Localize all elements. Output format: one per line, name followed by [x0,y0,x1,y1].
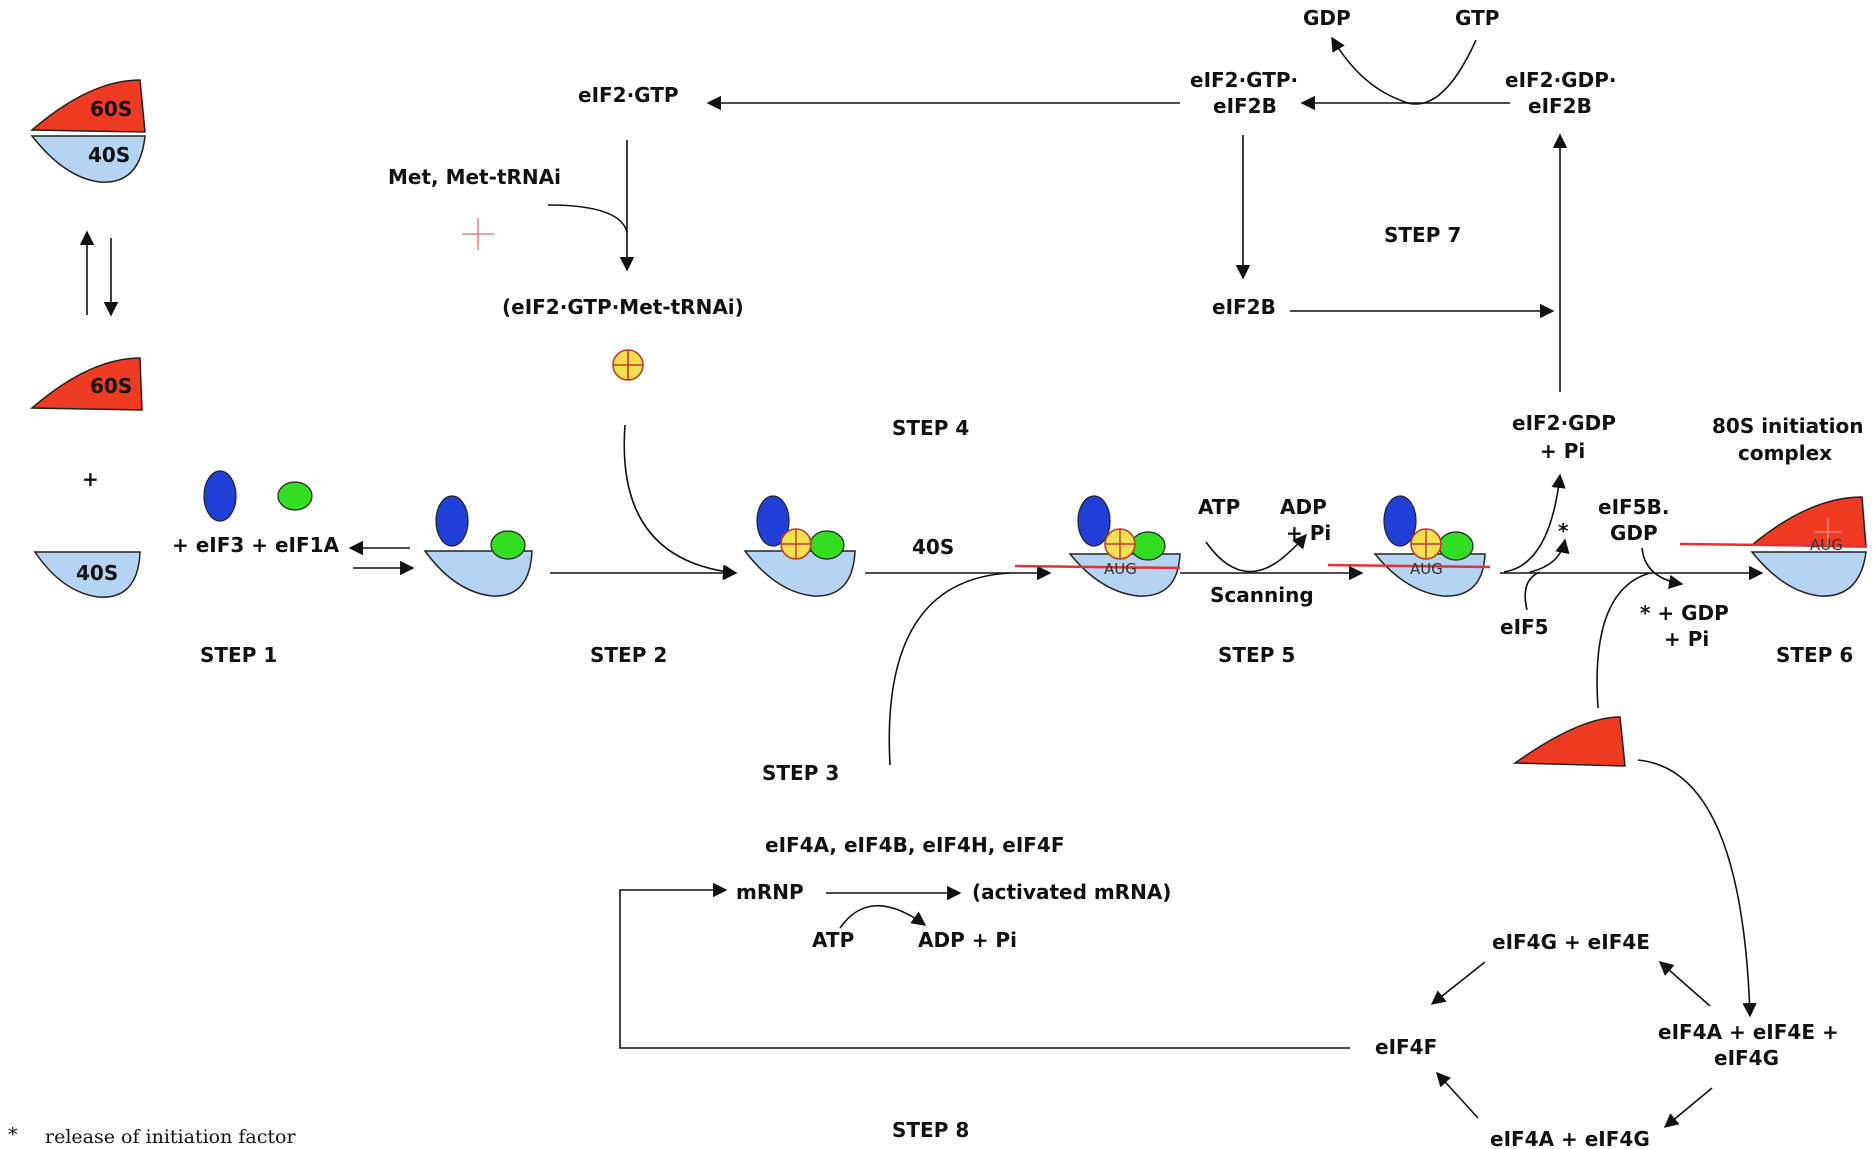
label-eif3-eif1a: + eIF3 + eIF1A [172,533,340,557]
label-eif5b-line1: eIF5B. [1598,495,1669,519]
arrow-factor-recycle [1637,759,1757,1018]
ribosome-80s-left: 60S 40S [30,79,146,183]
star-release-marker: * [1558,519,1569,543]
label-eif2-gdp-eif2b-line1: eIF2·GDP· [1505,68,1616,92]
arrow-eif2gdp-release [1503,473,1566,573]
label-40s-step3: 40S [912,535,954,559]
label-60s-free: 60S [90,374,132,398]
footnote-text: release of initiation factor [45,1126,296,1148]
label-gdp-release-pi: + Pi [1664,627,1709,651]
ternary-complex-icon [612,349,644,381]
arrow-to-eif4f-bottom [1436,1071,1479,1119]
label-activated-mrna: (activated mRNA) [972,880,1171,904]
subunit-60s-free: 60S [30,357,143,411]
label-gtp: GTP [1455,6,1499,30]
label-eif4f: eIF4F [1375,1035,1437,1059]
label-gdp: GDP [1303,6,1351,30]
step-5-label: STEP 5 [1218,643,1295,667]
arrow-to-eif4a-eif4g [1663,1087,1713,1128]
label-eif2-gtp: eIF2·GTP [578,83,679,107]
footnote-star: * [8,1124,18,1146]
label-eif2-gtp-eif2b-line1: eIF2·GTP· [1190,68,1298,92]
label-eif2-gdp-eif2b-line2: eIF2B [1528,94,1592,118]
complex-43s [743,495,856,597]
label-met-trna: Met, Met-tRNAi [388,165,561,189]
complex-40s-eif3-eif1a [423,495,533,597]
label-eif2-gdp: eIF2·GDP [1512,411,1616,435]
label-mrnp: mRNP [736,880,804,904]
step-6-label: STEP 6 [1776,643,1853,667]
step-8-label: STEP 8 [892,1118,969,1142]
arrow-step4-join [623,424,738,579]
arrow-factor-release [1529,538,1570,573]
complex-48s-aug: AUG [1327,495,1491,597]
arrow-atp-hydrolysis [1205,533,1307,573]
label-eif2b: eIF2B [1212,295,1276,319]
label-eif2-gtp-eif2b-line2: eIF2B [1213,94,1277,118]
label-eif4a-eif4e-eif4g-line2: eIF4G [1714,1046,1779,1070]
label-eif4a-eif4e-eif4g-line1: eIF4A + eIF4E + [1658,1020,1839,1044]
subunit-60s-joining [1512,716,1626,767]
label-eif5b-line2: GDP [1610,521,1658,545]
step-7-label: STEP 7 [1384,223,1461,247]
label-gdp-release: * + GDP [1640,601,1729,625]
label-40s-free: 40S [76,561,118,585]
complex-80s-initiation: AUG [1679,496,1867,597]
arrow-to-eif4f-top [1430,961,1486,1005]
complex-48s: AUG [1014,495,1181,597]
arrow-60s-join [1596,572,1651,709]
eif3-factor-icon [203,470,237,522]
step-3-label: STEP 3 [762,761,839,785]
label-40s: 40S [88,143,130,167]
arrow-atp2-hydrolysis [839,904,927,929]
eif1a-factor-icon [277,481,313,511]
label-aug-80s: AUG [1810,536,1843,554]
label-eif4g-eif4e: eIF4G + eIF4E [1492,930,1650,954]
label-eif5: eIF5 [1500,615,1549,639]
label-eif4a-eif4g: eIF4A + eIF4G [1490,1127,1650,1149]
label-atp2: ATP [812,928,854,952]
arrow-eif5-join [1524,571,1541,611]
label-pi: + Pi [1286,521,1331,545]
label-aug-48s: AUG [1104,560,1137,578]
met-trna-cross-icon [462,218,494,250]
label-eif4-factors: eIF4A, eIF4B, eIF4H, eIF4F [765,833,1065,857]
subunit-40s-free: 40S [33,551,141,598]
arrow-mrna-join [888,572,1011,766]
label-atp: ATP [1198,495,1240,519]
label-adp-pi: ADP + Pi [918,928,1017,952]
arrow-gdp-release [1641,547,1684,590]
label-80s-complex-line1: 80S initiation [1712,414,1863,438]
arrow-eif4f-to-mrnp [619,882,1350,1049]
step-2-label: STEP 2 [590,643,667,667]
label-ternary-complex: (eIF2·GTP·Met-tRNAi) [502,295,744,319]
step-4-label: STEP 4 [892,416,969,440]
label-60s: 60S [90,97,132,121]
label-adp: ADP [1280,495,1327,519]
plus-sign: + [82,467,99,491]
label-eif2-gdp-pi: + Pi [1540,439,1585,463]
label-scanning: Scanning [1210,583,1314,607]
arrow-to-eif4g-eif4e [1658,961,1711,1007]
arrow-met-join [547,204,628,233]
arrow-gtp-in-gdp-out [1331,36,1477,105]
label-aug-scanned: AUG [1410,560,1443,578]
step-1-label: STEP 1 [200,643,277,667]
label-80s-complex-line2: complex [1738,441,1832,465]
